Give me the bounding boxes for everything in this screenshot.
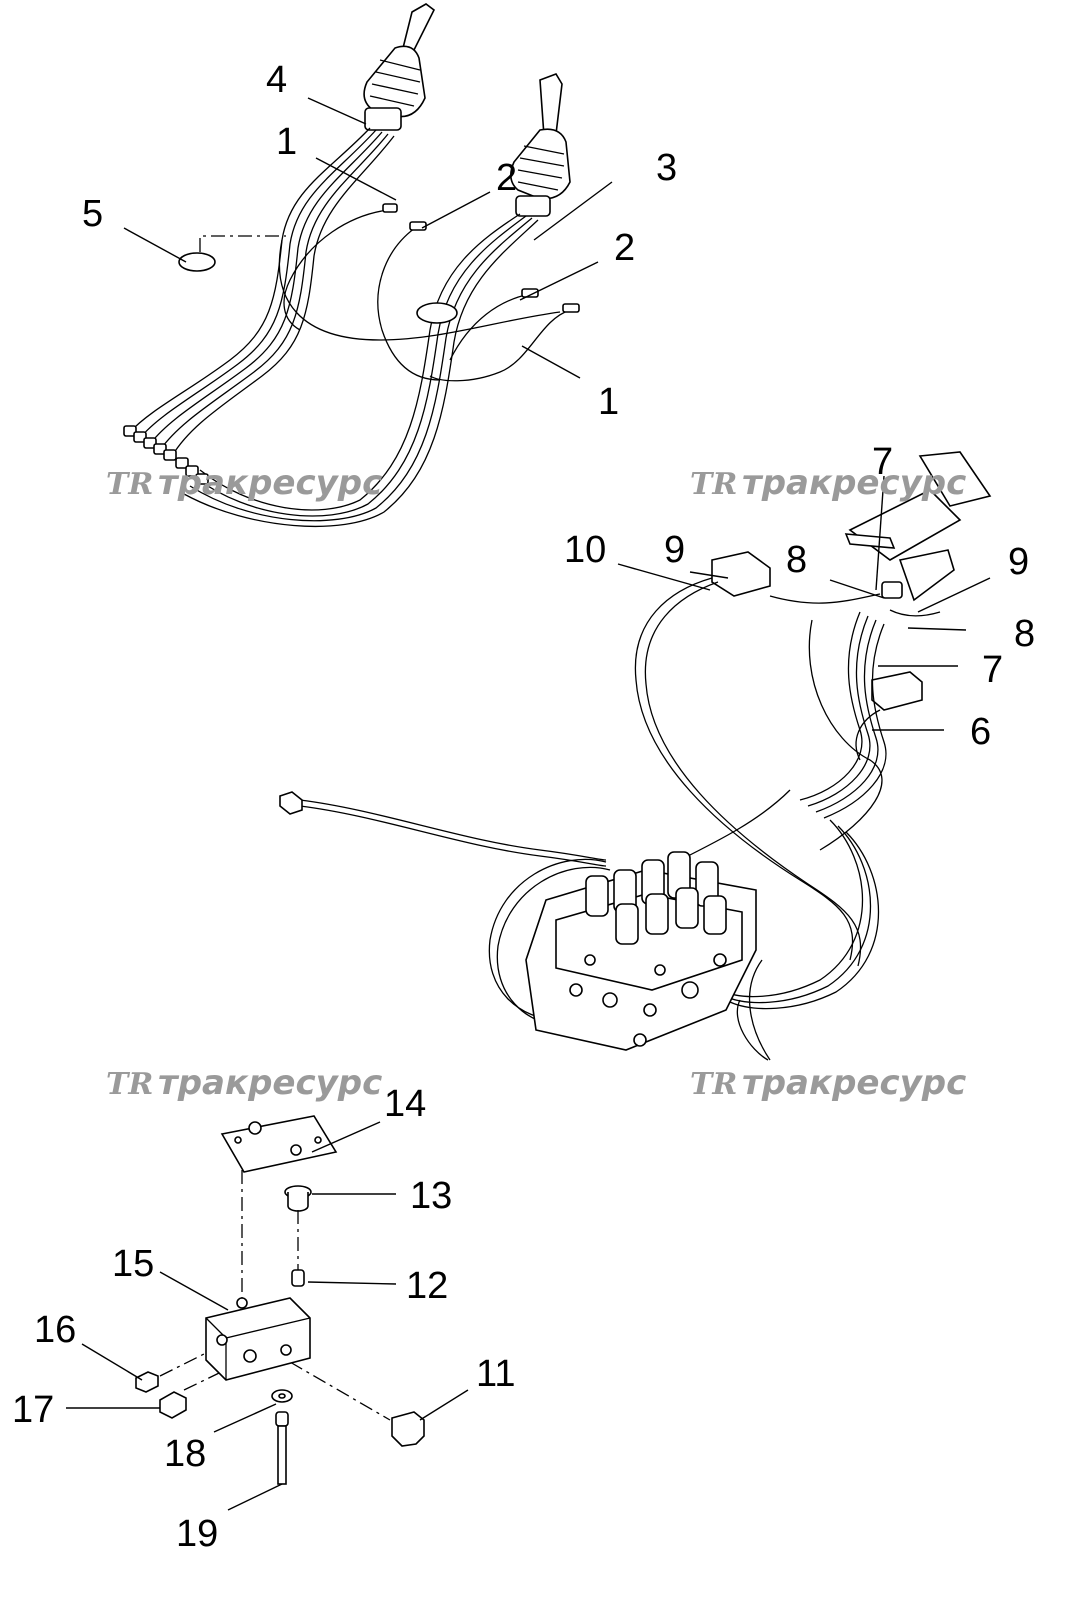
callout-9-left: 9	[664, 529, 685, 571]
callout-8-upper: 8	[786, 539, 807, 581]
callout-8-lower: 8	[1014, 613, 1035, 655]
callout-13: 13	[410, 1175, 452, 1217]
callout-7-upper: 7	[872, 441, 893, 483]
callout-17: 17	[12, 1389, 54, 1431]
callout-15: 15	[112, 1243, 154, 1285]
callout-3: 3	[656, 147, 677, 189]
callout-10: 10	[564, 529, 606, 571]
left-joystick	[363, 3, 436, 131]
callout-1-lower: 1	[598, 381, 619, 423]
callout-18: 18	[164, 1433, 206, 1475]
callout-9-right: 9	[1008, 541, 1029, 583]
watermark-4: TR тракресурс	[690, 1063, 966, 1103]
callout-11: 11	[476, 1353, 515, 1395]
elbow-fitting	[391, 1411, 425, 1447]
callout-5: 5	[82, 193, 103, 235]
clamp-ring-detail	[178, 252, 216, 272]
watermark-logo: TR	[106, 467, 153, 502]
callout-16: 16	[34, 1309, 76, 1351]
leader-lines	[66, 97, 991, 1511]
hose-end-fittings	[123, 425, 209, 485]
watermark-logo: TR	[690, 1067, 737, 1102]
callout-labels: 4 1 2 3 5 2 1 7 10 9 8 9 8 7 6 14 13 15 …	[12, 59, 1035, 1555]
callout-2-lower: 2	[614, 227, 635, 269]
watermark-3: TR тракресурс	[106, 1063, 382, 1103]
watermark-text: тракресурс	[742, 463, 966, 503]
callout-6: 6	[970, 711, 991, 753]
right-joystick	[510, 73, 571, 217]
bushing	[284, 1185, 312, 1212]
callout-1-upper: 1	[276, 121, 297, 163]
manifold-block-exploded-view	[135, 1115, 425, 1485]
manifold-block	[205, 1297, 311, 1381]
watermark-text: тракресурс	[158, 463, 382, 503]
small-block-lower	[871, 671, 923, 711]
watermark-logo: TR	[106, 1067, 153, 1102]
watermark-2: TR тракресурс	[690, 463, 966, 503]
watermark-logo: TR	[690, 467, 737, 502]
watermark-text: тракресурс	[742, 1063, 966, 1103]
small-block-upper	[711, 551, 771, 597]
watermark-1: TR тракресурс	[106, 463, 382, 503]
pedal-and-control-valve-assembly	[279, 451, 992, 1061]
bolt-lower	[275, 1411, 289, 1485]
callout-12: 12	[406, 1265, 448, 1307]
callout-7-lower: 7	[982, 649, 1003, 691]
control-valve	[525, 851, 757, 1051]
mounting-plate	[220, 1115, 338, 1173]
travel-pedal	[844, 451, 992, 602]
fitting-16	[135, 1371, 159, 1393]
callout-14: 14	[384, 1083, 426, 1125]
watermark-text: тракресурс	[158, 1063, 382, 1103]
hose-1-upper-fitting	[382, 203, 398, 213]
hose-2-upper-fitting	[409, 221, 427, 231]
hose-1-lower-fitting	[562, 303, 580, 313]
hose-clamp	[416, 302, 458, 324]
hose-2-lower-fitting	[521, 288, 539, 298]
callout-19: 19	[176, 1513, 218, 1555]
fitting-17	[159, 1391, 187, 1419]
callout-4: 4	[266, 59, 287, 101]
joystick-hose-assembly	[123, 3, 580, 528]
callout-2-upper: 2	[496, 157, 517, 199]
bolt-upper	[291, 1269, 305, 1287]
